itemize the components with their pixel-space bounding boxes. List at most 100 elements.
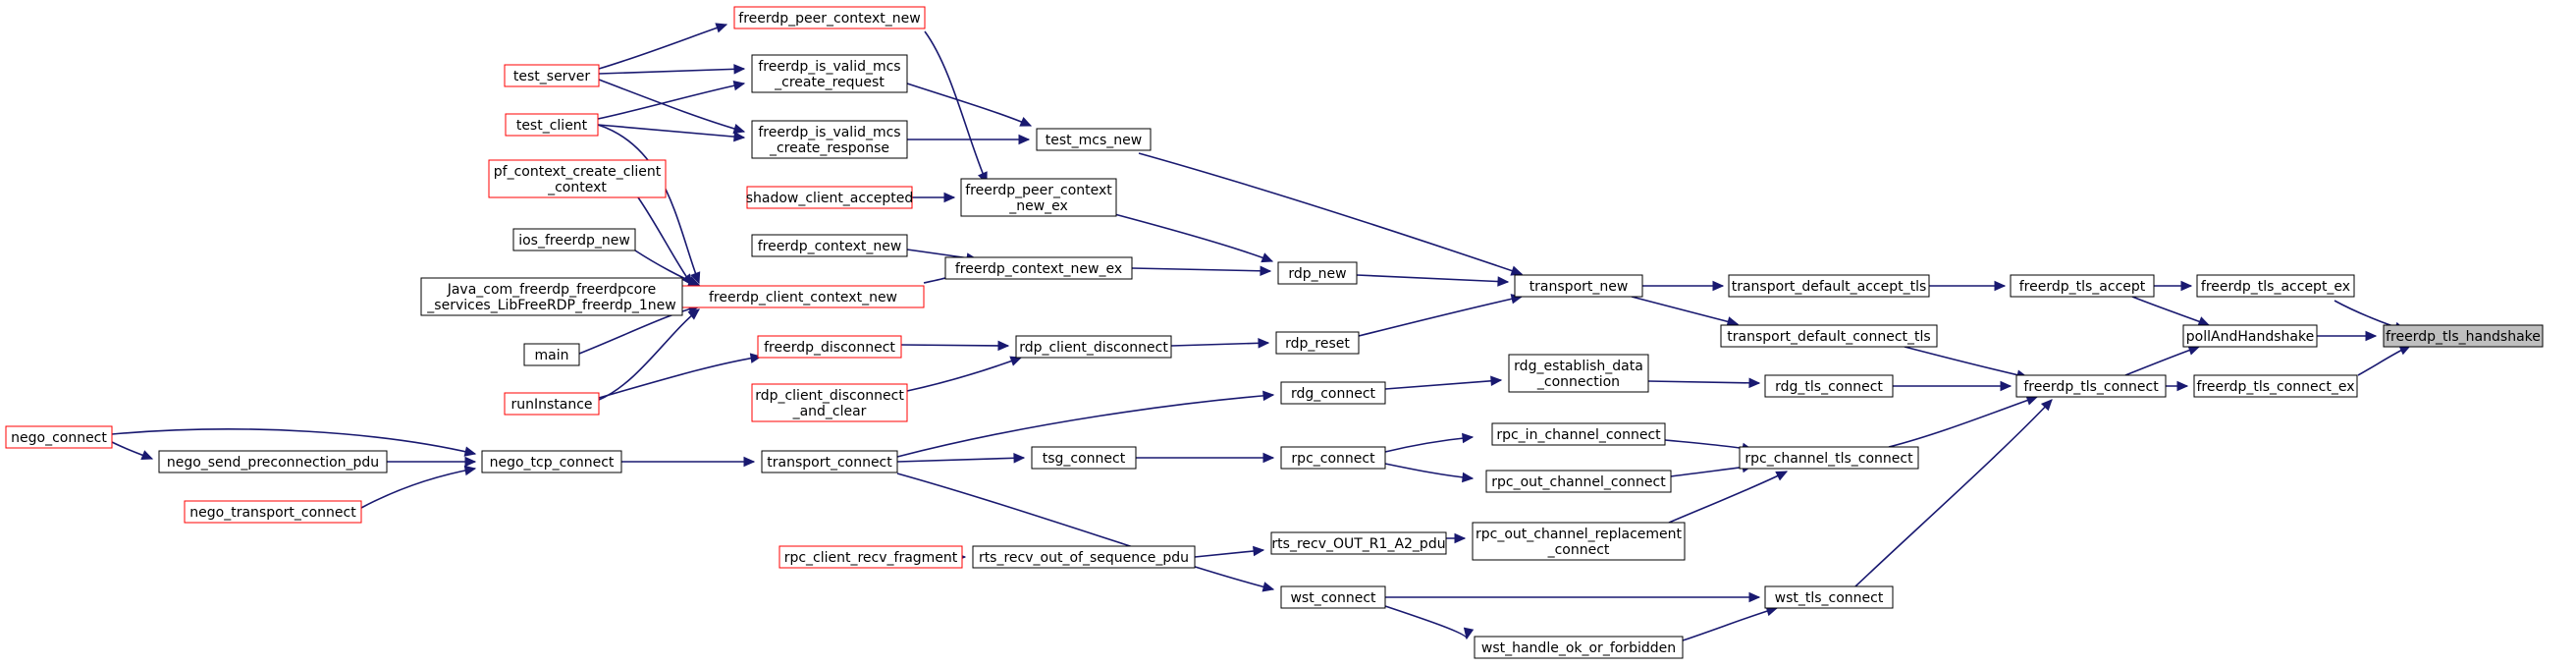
node-box[interactable]	[751, 120, 908, 159]
edge-line	[1384, 436, 1474, 453]
node-box[interactable]	[1015, 335, 1172, 359]
node-shadow-client-accepted[interactable]: shadow_client_accepted	[746, 186, 914, 209]
node-box[interactable]	[2015, 374, 2167, 398]
node-box[interactable]	[746, 186, 913, 209]
node-box[interactable]	[1491, 422, 1666, 446]
node-freerdp-peer-context-new[interactable]: freerdp_peer_context_new	[733, 6, 926, 29]
node-wst-handle-ok-or-forbidden[interactable]: wst_handle_ok_or_forbidden	[1474, 636, 1684, 659]
node-box[interactable]	[1728, 274, 1930, 298]
node-box[interactable]	[1280, 381, 1386, 405]
node-freerdp-tls-handshake[interactable]: freerdp_tls_handshake	[2383, 324, 2544, 348]
node-box[interactable]	[2182, 324, 2318, 348]
node-transport-new[interactable]: transport_new	[1514, 274, 1643, 298]
node-freerdp-disconnect[interactable]: freerdp_disconnect	[757, 335, 902, 359]
node-box[interactable]	[1472, 522, 1686, 561]
node-ios-freerdp-new[interactable]: ios_freerdp_new	[512, 228, 636, 251]
node-box[interactable]	[2196, 274, 2355, 298]
node-runInstance[interactable]: runInstance	[504, 392, 600, 416]
node-freerdp-context-new-ex[interactable]: freerdp_context_new_ex	[944, 256, 1133, 280]
node-freerdp-is-valid-mcs-create-request[interactable]: freerdp_is_valid_mcs_create_request	[751, 54, 908, 93]
node-box[interactable]	[2010, 274, 2155, 298]
node-wst-connect[interactable]: wst_connect	[1280, 585, 1386, 609]
node-box[interactable]	[1031, 446, 1137, 470]
node-freerdp-tls-accept-ex[interactable]: freerdp_tls_accept_ex	[2196, 274, 2355, 298]
node-box[interactable]	[2383, 324, 2544, 348]
node-freerdp-context-new[interactable]: freerdp_context_new	[751, 234, 908, 257]
node-box[interactable]	[504, 392, 600, 416]
node-tsg-connect[interactable]: tsg_connect	[1031, 446, 1137, 470]
node-rpc-out-channel-replacement-connect[interactable]: rpc_out_channel_replacement_connect	[1472, 522, 1686, 561]
node-box[interactable]	[1277, 261, 1358, 285]
node-box[interactable]	[1474, 636, 1684, 659]
node-freerdp-tls-connect-ex[interactable]: freerdp_tls_connect_ex	[2193, 374, 2358, 398]
node-rpc-in-channel-connect[interactable]: rpc_in_channel_connect	[1491, 422, 1666, 446]
node-box[interactable]	[1280, 446, 1386, 470]
node-rpc-out-channel-connect[interactable]: rpc_out_channel_connect	[1485, 470, 1672, 493]
node-java-freerdp-new[interactable]: Java_com_freerdp_freerdpcore_services_Li…	[420, 277, 683, 316]
node-box[interactable]	[184, 500, 362, 524]
node-box[interactable]	[761, 450, 898, 473]
node-box[interactable]	[1270, 531, 1447, 555]
node-box[interactable]	[512, 228, 636, 251]
node-box[interactable]	[972, 545, 1196, 569]
node-pf-context-create-client-context[interactable]: pf_context_create_client_context	[488, 159, 667, 198]
node-nego-transport-connect[interactable]: nego_transport_connect	[184, 500, 362, 524]
node-box[interactable]	[944, 256, 1133, 280]
node-box[interactable]	[2193, 374, 2358, 398]
node-box[interactable]	[488, 159, 667, 198]
node-box[interactable]	[1739, 446, 1919, 470]
node-box[interactable]	[1036, 128, 1152, 151]
node-box[interactable]	[1514, 274, 1643, 298]
node-box[interactable]	[1275, 331, 1360, 355]
node-rdp-client-disconnect-and-clear[interactable]: rdp_client_disconnect_and_clear	[751, 383, 908, 422]
node-box[interactable]	[778, 545, 963, 569]
node-freerdp-is-valid-mcs-create-response[interactable]: freerdp_is_valid_mcs_create_response	[751, 120, 908, 159]
node-rdg-connect[interactable]: rdg_connect	[1280, 381, 1386, 405]
node-rts-recv-out-of-sequence-pdu[interactable]: rts_recv_out_of_sequence_pdu	[972, 545, 1196, 569]
node-box[interactable]	[1764, 585, 1894, 609]
node-box[interactable]	[1485, 470, 1672, 493]
node-main[interactable]: main	[523, 343, 580, 366]
node-rpc-channel-tls-connect[interactable]: rpc_channel_tls_connect	[1739, 446, 1919, 470]
node-wst-tls-connect[interactable]: wst_tls_connect	[1764, 585, 1894, 609]
node-rts-recv-OUT-R1-A2-pdu[interactable]: rts_recv_OUT_R1_A2_pdu	[1270, 531, 1447, 555]
node-box[interactable]	[733, 6, 926, 29]
node-box[interactable]	[158, 450, 388, 473]
node-pollAndHandshake[interactable]: pollAndHandshake	[2182, 324, 2318, 348]
node-box[interactable]	[523, 343, 580, 366]
node-box[interactable]	[1764, 374, 1894, 398]
node-box[interactable]	[751, 383, 908, 422]
node-test-server[interactable]: test_server	[504, 64, 600, 87]
node-box[interactable]	[751, 234, 908, 257]
node-nego-tcp-connect[interactable]: nego_tcp_connect	[481, 450, 622, 473]
node-nego-connect[interactable]: nego_connect	[5, 425, 113, 449]
node-transport-default-connect-tls[interactable]: transport_default_connect_tls	[1720, 324, 1938, 348]
node-box[interactable]	[1508, 354, 1649, 393]
node-box[interactable]	[505, 113, 599, 137]
node-box[interactable]	[481, 450, 622, 473]
node-box[interactable]	[420, 277, 683, 316]
node-transport-default-accept-tls[interactable]: transport_default_accept_tls	[1728, 274, 1930, 298]
node-transport-connect[interactable]: transport_connect	[761, 450, 898, 473]
node-rdp-client-disconnect[interactable]: rdp_client_disconnect	[1015, 335, 1172, 359]
node-rpc-connect[interactable]: rpc_connect	[1280, 446, 1386, 470]
node-rpc-client-recv-fragment[interactable]: rpc_client_recv_fragment	[778, 545, 963, 569]
node-nego-send-preconnection-pdu[interactable]: nego_send_preconnection_pdu	[158, 450, 388, 473]
node-rdp-new[interactable]: rdp_new	[1277, 261, 1358, 285]
node-freerdp-peer-context-new-ex[interactable]: freerdp_peer_context_new_ex	[960, 178, 1117, 217]
node-box[interactable]	[1280, 585, 1386, 609]
node-box[interactable]	[751, 54, 908, 93]
node-box[interactable]	[5, 425, 113, 449]
node-test-mcs-new[interactable]: test_mcs_new	[1036, 128, 1152, 151]
node-rdg-establish-data-connection[interactable]: rdg_establish_data_connection	[1508, 354, 1649, 393]
node-rdp-reset[interactable]: rdp_reset	[1275, 331, 1360, 355]
node-rdg-tls-connect[interactable]: rdg_tls_connect	[1764, 374, 1894, 398]
node-freerdp-client-context-new[interactable]: freerdp_client_context_new	[681, 285, 925, 308]
node-freerdp-tls-connect[interactable]: freerdp_tls_connect	[2015, 374, 2167, 398]
node-freerdp-tls-accept[interactable]: freerdp_tls_accept	[2010, 274, 2155, 298]
node-box[interactable]	[757, 335, 902, 359]
node-box[interactable]	[960, 178, 1117, 217]
node-box[interactable]	[1720, 324, 1938, 348]
node-test-client[interactable]: test_client	[505, 113, 599, 137]
node-box[interactable]	[504, 64, 600, 87]
